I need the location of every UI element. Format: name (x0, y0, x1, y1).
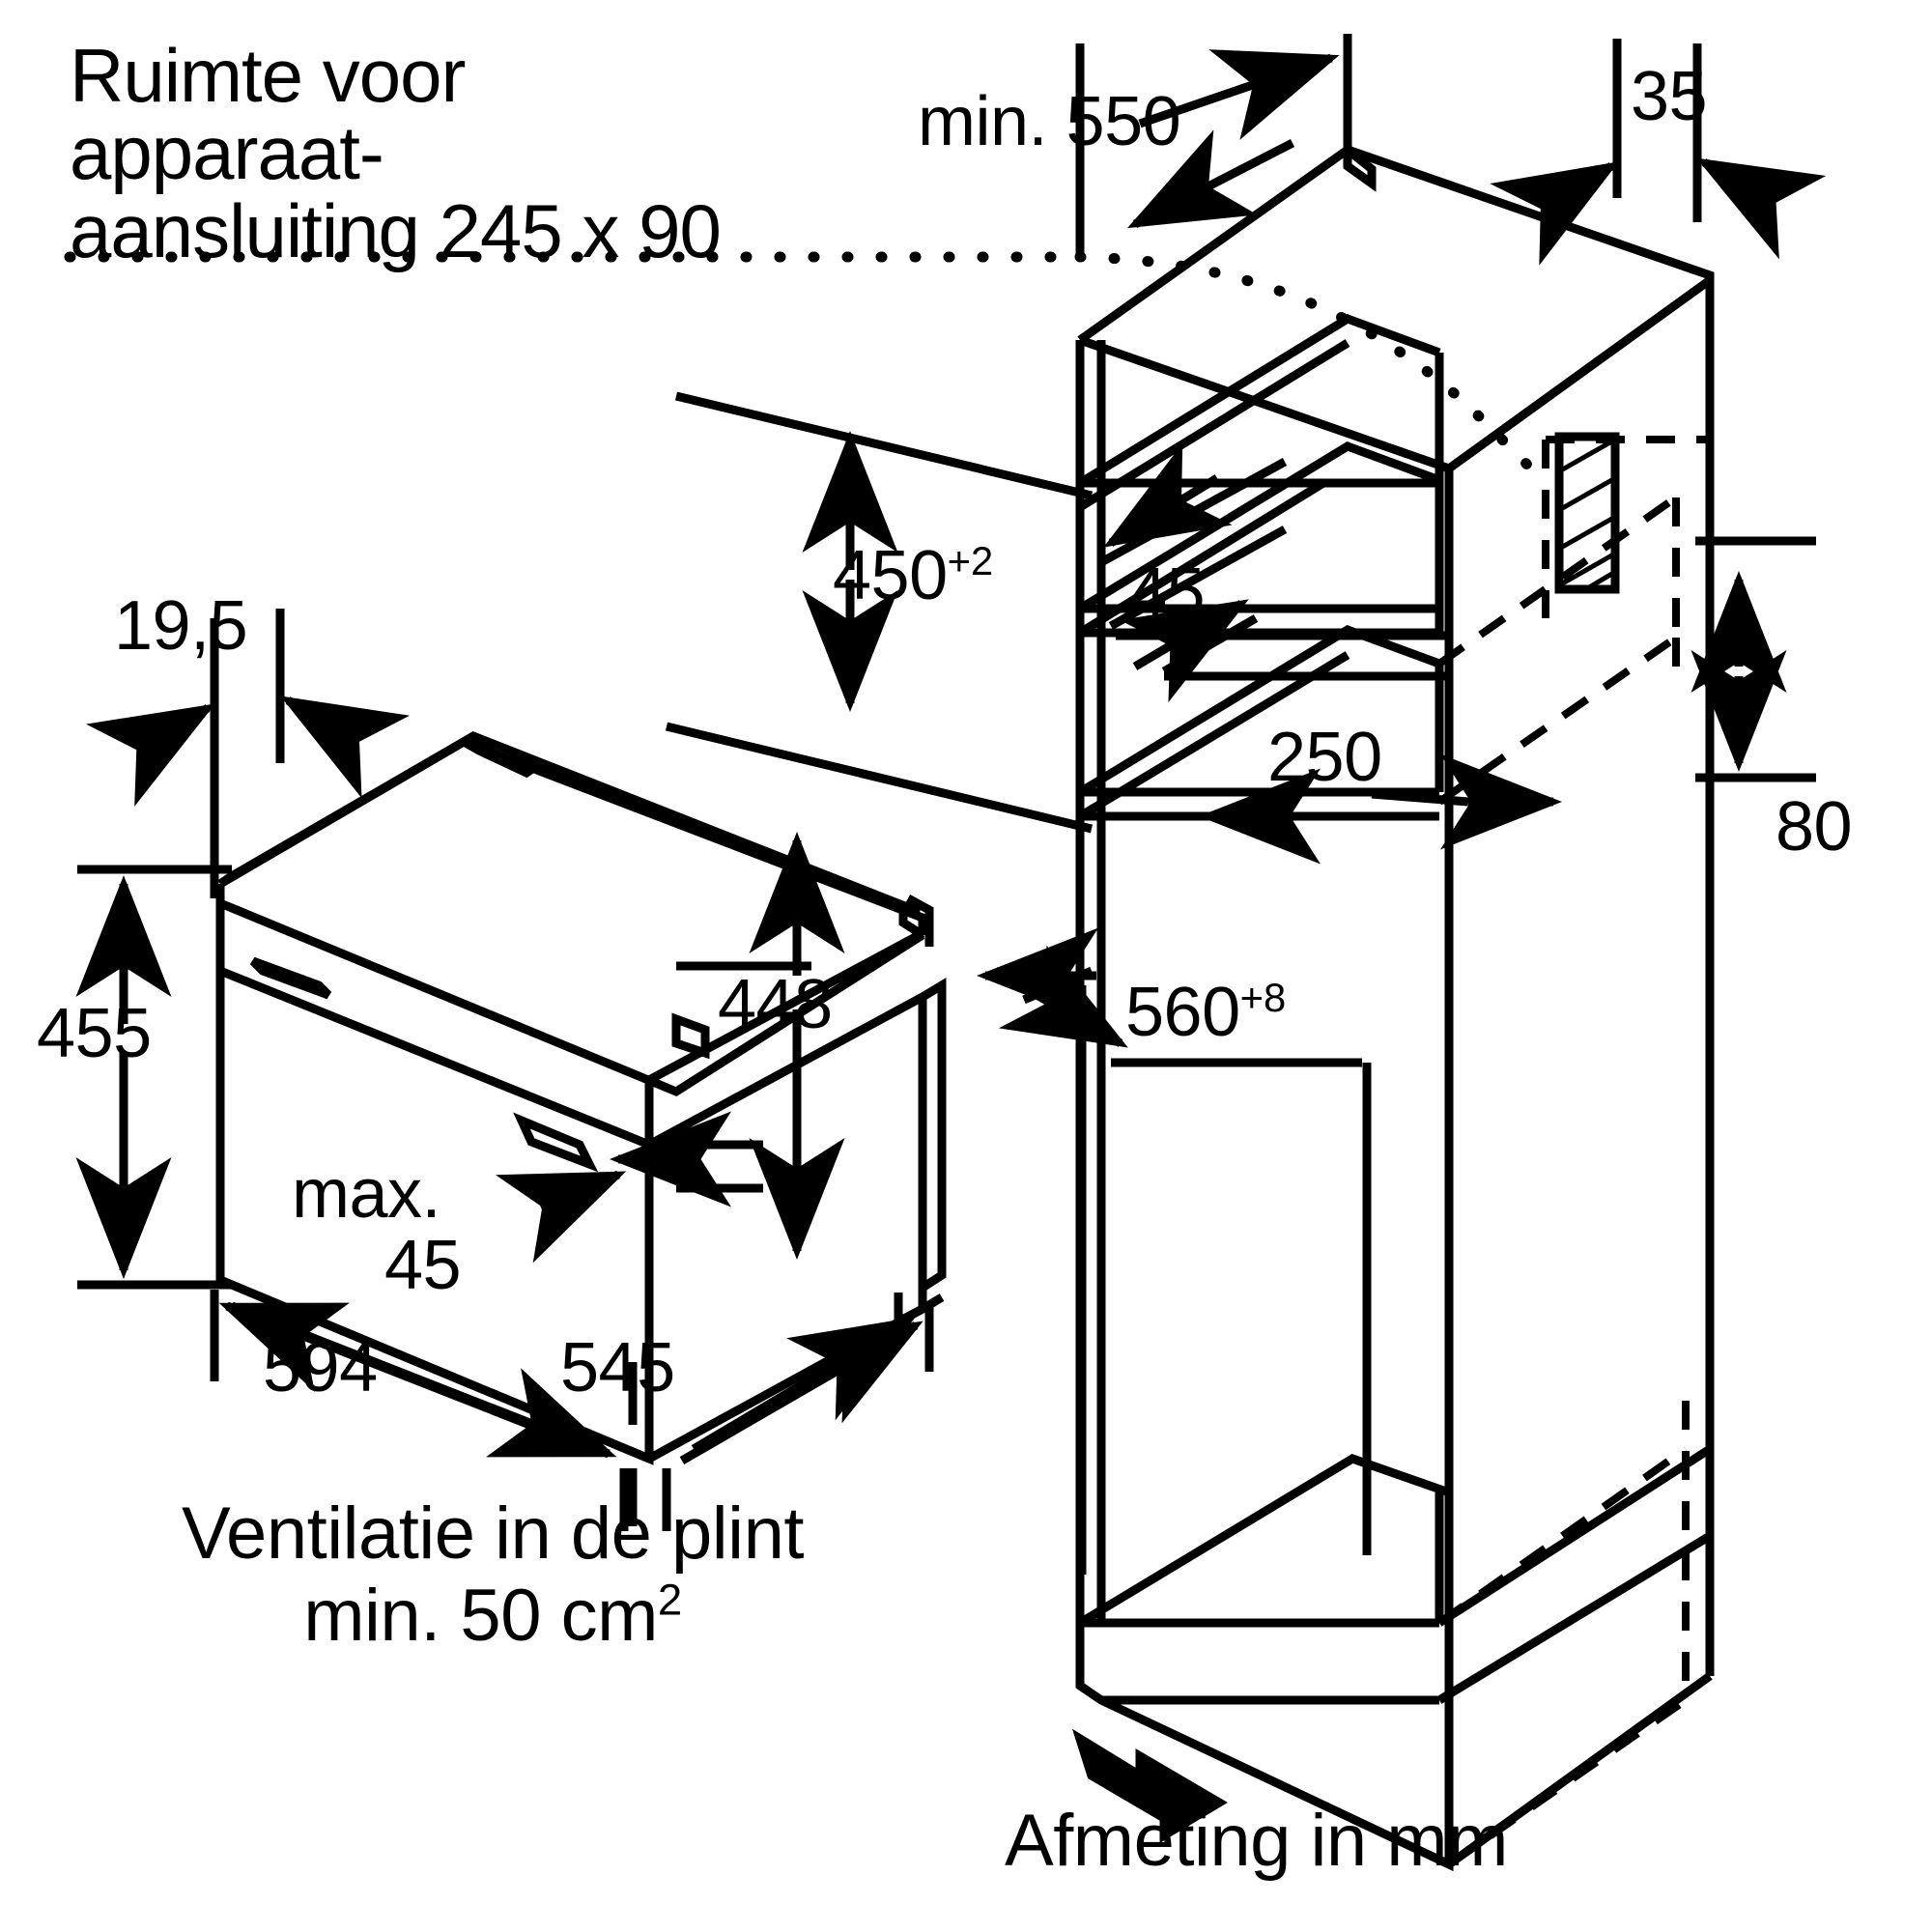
dim-label-45-shelf: 45 (1128, 554, 1206, 632)
connection-note-line-2: apparaat- (70, 110, 384, 196)
dim-560 (977, 927, 1372, 1575)
connection-note-line-1: Ruimte voor (70, 33, 466, 118)
dim-label-max: max. (292, 1155, 441, 1233)
dim-455 (75, 865, 232, 1290)
dim-35 (1490, 39, 1827, 266)
dim-448 (676, 832, 845, 1260)
dim-450-value: 450 (833, 537, 948, 614)
ventilation-note-line-2: min. 50 cm2 (135, 1575, 850, 1657)
dim-min-550 (1075, 34, 1352, 259)
dim-560-tolerance: +8 (1239, 975, 1287, 1020)
dim-450-tolerance: +2 (947, 538, 994, 583)
dim-545 (662, 1304, 934, 1531)
dim-450 (665, 391, 1094, 834)
dim-label-19-5: 19,5 (114, 587, 248, 665)
dim-250 (1116, 614, 1562, 865)
dim-label-455: 455 (37, 995, 152, 1072)
dim-max-45 (495, 1111, 763, 1264)
dim-label-560: 560+8 (1125, 974, 1287, 1051)
dim-594 (210, 1290, 638, 1531)
dotted-connection-line (64, 251, 1551, 489)
connection-note-line-3: aansluiting 245 x 90 (70, 187, 722, 273)
dim-label-min-550: min. 550 (918, 83, 1181, 160)
cabinet-hidden-edges (1436, 436, 1710, 1868)
dim-label-594: 594 (263, 1329, 378, 1406)
dim-19-5 (86, 609, 411, 898)
dim-label-448: 448 (718, 966, 833, 1043)
units-footer: Afmeting in mm (1005, 1800, 1508, 1882)
ventilation-unit-exponent: 2 (657, 1575, 682, 1625)
dim-label-max-45: 45 (384, 1227, 462, 1304)
dim-label-80: 80 (1776, 788, 1853, 866)
dim-560-value: 560 (1125, 974, 1240, 1051)
dim-80 (1690, 536, 1816, 782)
connection-space-note: Ruimte voor apparaat- aansluiting 245 x … (70, 33, 722, 273)
dim-label-450: 450+2 (833, 537, 994, 614)
airflow-arrow-icon (1072, 1728, 1228, 1843)
ventilation-value: min. 50 cm (303, 1575, 658, 1658)
ventilation-note: Ventilatie in de plint min. 50 cm2 (135, 1492, 850, 1657)
socket-recess-hatch (1554, 432, 1620, 594)
dim-label-35: 35 (1631, 58, 1708, 135)
dim-label-545: 545 (560, 1329, 675, 1406)
ventilation-note-line-1: Ventilatie in de plint (182, 1492, 804, 1575)
dim-label-250: 250 (1267, 719, 1382, 796)
